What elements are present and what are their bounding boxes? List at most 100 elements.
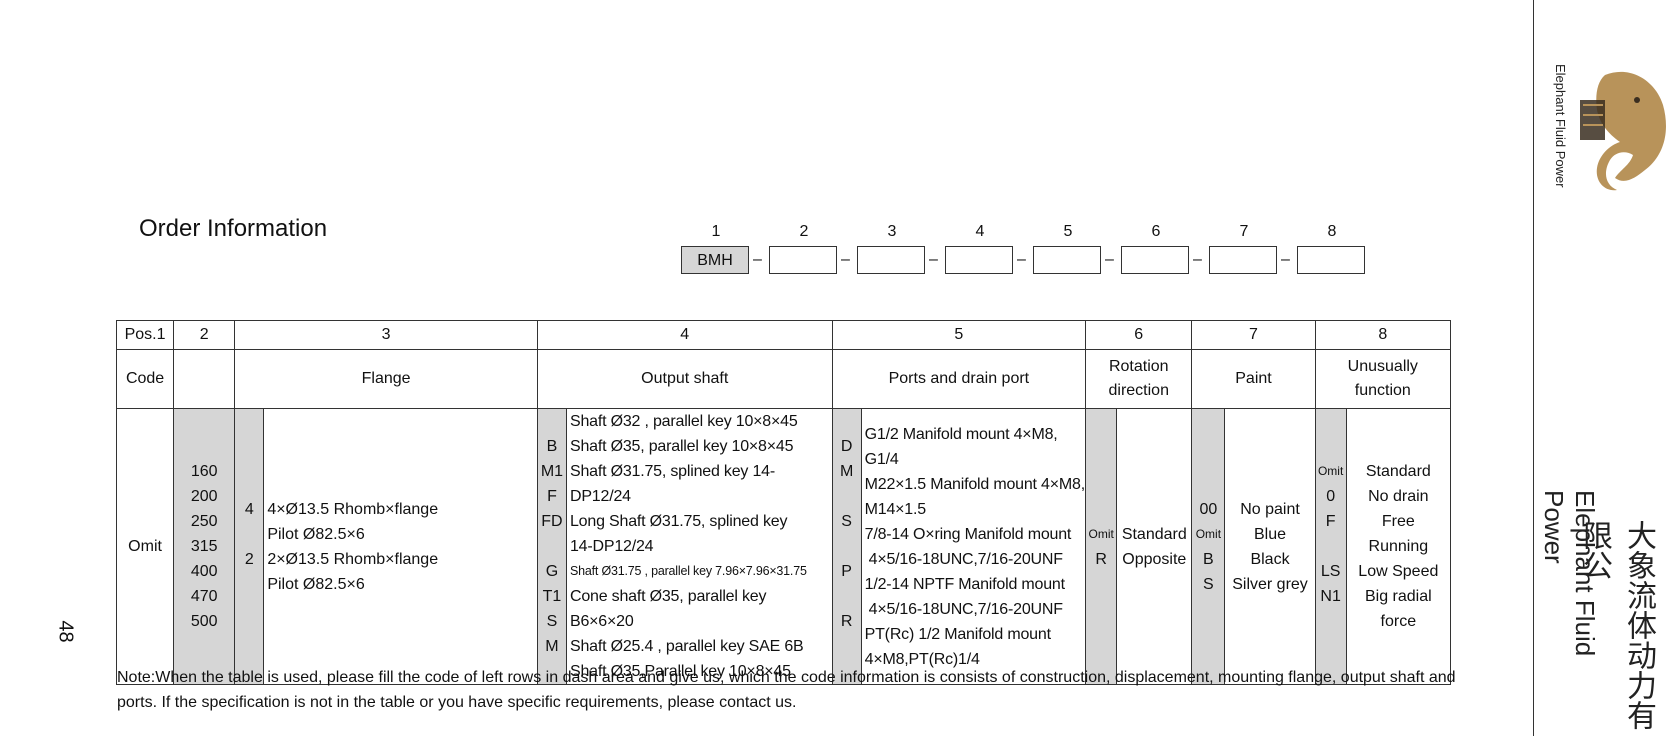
list-item: N1 bbox=[1320, 588, 1341, 605]
label-paint: Paint bbox=[1191, 349, 1316, 409]
list-item: 315 bbox=[190, 538, 218, 555]
port-descriptions: G1/2 Manifold mount 4×M8, G1/4 M22×1.5 M… bbox=[860, 408, 1087, 685]
flange-codes: 4 2 bbox=[234, 408, 265, 685]
code-pos-5: 5 bbox=[1063, 223, 1073, 240]
unusual-descriptions: Standard No drain Free Running Low Speed… bbox=[1345, 408, 1452, 685]
elephant-logo-icon bbox=[1580, 71, 1666, 191]
label-displacement bbox=[173, 349, 236, 409]
paint-descriptions: No paint Blue Black Silver grey bbox=[1224, 408, 1316, 685]
list-item: M bbox=[545, 638, 559, 655]
code-pos-4: 4 bbox=[975, 223, 985, 240]
header-pos6: 6 bbox=[1085, 320, 1193, 350]
list-item: 470 bbox=[190, 588, 218, 605]
code-pos-6: 6 bbox=[1151, 223, 1161, 240]
list-item: 400 bbox=[190, 563, 218, 580]
list-item: Opposite bbox=[1122, 550, 1187, 568]
list-item: Omit bbox=[1088, 526, 1114, 541]
list-item: Blue bbox=[1254, 525, 1287, 543]
list-item: Shaft Ø31.75, splined key 14-DP12/24 bbox=[569, 463, 775, 505]
label-ports: Ports and drain port bbox=[831, 349, 1087, 409]
code-box-2[interactable] bbox=[769, 246, 837, 274]
table-options-row: Omit 160 200 250 315 400 470 500 4 2 4×Ø… bbox=[115, 408, 1452, 685]
list-item bbox=[1316, 609, 1346, 634]
code-box-8[interactable] bbox=[1297, 246, 1365, 274]
list-item: G1/2 Manifold mount 4×M8, G1/4 bbox=[864, 425, 1058, 468]
list-item: Low Speed bbox=[1358, 563, 1439, 580]
list-item: R bbox=[840, 613, 853, 630]
list-item: P bbox=[841, 563, 852, 580]
list-item: Shaft Ø32 , parallel key 10×8×45 bbox=[569, 413, 798, 430]
code-pos-7: 7 bbox=[1239, 223, 1249, 240]
order-note: Note:When the table is used, please fill… bbox=[117, 669, 1456, 711]
list-item: M22×1.5 Manifold mount 4×M8, bbox=[864, 475, 1086, 493]
list-item: Shaft Ø35,Parallel key 10×8×45 bbox=[569, 663, 791, 680]
shaft-codes: B M1 F FD G T1 S M bbox=[536, 408, 567, 685]
shaft-descriptions: Shaft Ø32 , parallel key 10×8×45 Shaft Ø… bbox=[565, 408, 833, 685]
rotation-descriptions: Standard Opposite bbox=[1116, 408, 1193, 685]
order-table: Pos.1 2 3 4 5 6 7 8 Code Flange Output s… bbox=[115, 320, 1452, 685]
list-item bbox=[833, 634, 861, 659]
list-item: PT(Rc) 1/2 Manifold mount bbox=[864, 625, 1051, 643]
code-box-6[interactable] bbox=[1121, 246, 1189, 274]
list-item: Silver grey bbox=[1232, 575, 1308, 593]
brand-name-cn: 大象流体动力有限公 bbox=[1578, 520, 1655, 730]
unusual-codes: Omit 0 F LS N1 bbox=[1314, 408, 1347, 685]
label-code: Code bbox=[115, 349, 175, 409]
list-item: T1 bbox=[542, 588, 562, 605]
list-item: 160 bbox=[190, 463, 218, 480]
code-box-5[interactable] bbox=[1033, 246, 1101, 274]
rotation-codes: Omit R bbox=[1085, 408, 1118, 685]
code-pos-3: 3 bbox=[887, 223, 897, 240]
displacement-list: 160 200 250 315 400 470 500 bbox=[173, 408, 236, 685]
brand-name-en: Elephant Fluid Power bbox=[1539, 490, 1600, 657]
list-item: 2 bbox=[244, 550, 254, 568]
list-item: 2×Ø13.5 Rhomb×flange bbox=[267, 550, 439, 568]
list-item: 200 bbox=[190, 488, 218, 505]
label-flange: Flange bbox=[234, 349, 538, 409]
list-item: B bbox=[1203, 550, 1214, 568]
code-box-1: BMH bbox=[681, 246, 749, 274]
list-item: B bbox=[546, 438, 558, 455]
code-pos-8: 8 bbox=[1327, 223, 1337, 240]
list-item: M bbox=[839, 463, 854, 480]
list-item: G bbox=[545, 563, 559, 580]
list-item bbox=[1316, 534, 1346, 559]
list-item: Standard bbox=[1121, 525, 1187, 543]
header-pos8: 8 bbox=[1314, 320, 1452, 350]
brand-name-small: Elephant Fluid Power bbox=[1553, 64, 1568, 188]
table-label-row: Code Flange Output shaft Ports and drain… bbox=[115, 349, 1452, 409]
list-item: force bbox=[1380, 613, 1417, 630]
list-item: Shaft Ø25.4 , parallel key SAE 6B bbox=[569, 638, 804, 655]
pos1-value: Omit bbox=[115, 408, 175, 685]
header-pos4: 4 bbox=[536, 320, 833, 350]
list-item: Running bbox=[1368, 538, 1429, 555]
header-pos7: 7 bbox=[1191, 320, 1316, 350]
list-item: S bbox=[1203, 575, 1214, 593]
label-output-shaft: Output shaft bbox=[536, 349, 833, 409]
header-pos3: 3 bbox=[234, 320, 538, 350]
list-item: R bbox=[1095, 550, 1107, 568]
list-item: F bbox=[547, 488, 557, 505]
header-pos5: 5 bbox=[831, 320, 1087, 350]
code-dash: – bbox=[1193, 251, 1202, 268]
code-box-4[interactable] bbox=[945, 246, 1013, 274]
label-unusual: Unusually function bbox=[1314, 349, 1452, 409]
list-item: S bbox=[841, 513, 852, 530]
code-box-3[interactable] bbox=[857, 246, 925, 274]
list-item: No drain bbox=[1368, 488, 1429, 505]
list-item: 14-DP12/24 bbox=[569, 538, 654, 555]
list-item: Shaft Ø31.75 , parallel key 7.96×7.96×31… bbox=[569, 564, 807, 578]
list-item bbox=[833, 484, 861, 509]
list-item: S bbox=[546, 613, 558, 630]
list-item: 00 bbox=[1199, 500, 1218, 518]
list-item: LS bbox=[1320, 563, 1341, 580]
code-dash: – bbox=[841, 251, 850, 268]
code-pos-1: 1 bbox=[711, 223, 721, 240]
code-box-7[interactable] bbox=[1209, 246, 1277, 274]
list-item: 250 bbox=[190, 513, 218, 530]
paint-codes: 00 Omit B S bbox=[1191, 408, 1226, 685]
list-item: Black bbox=[1250, 550, 1290, 568]
list-item: 4×5/16-18UNC,7/16-20UNF bbox=[868, 600, 1063, 618]
list-item bbox=[833, 534, 861, 559]
list-item: M14×1.5 bbox=[864, 500, 927, 518]
